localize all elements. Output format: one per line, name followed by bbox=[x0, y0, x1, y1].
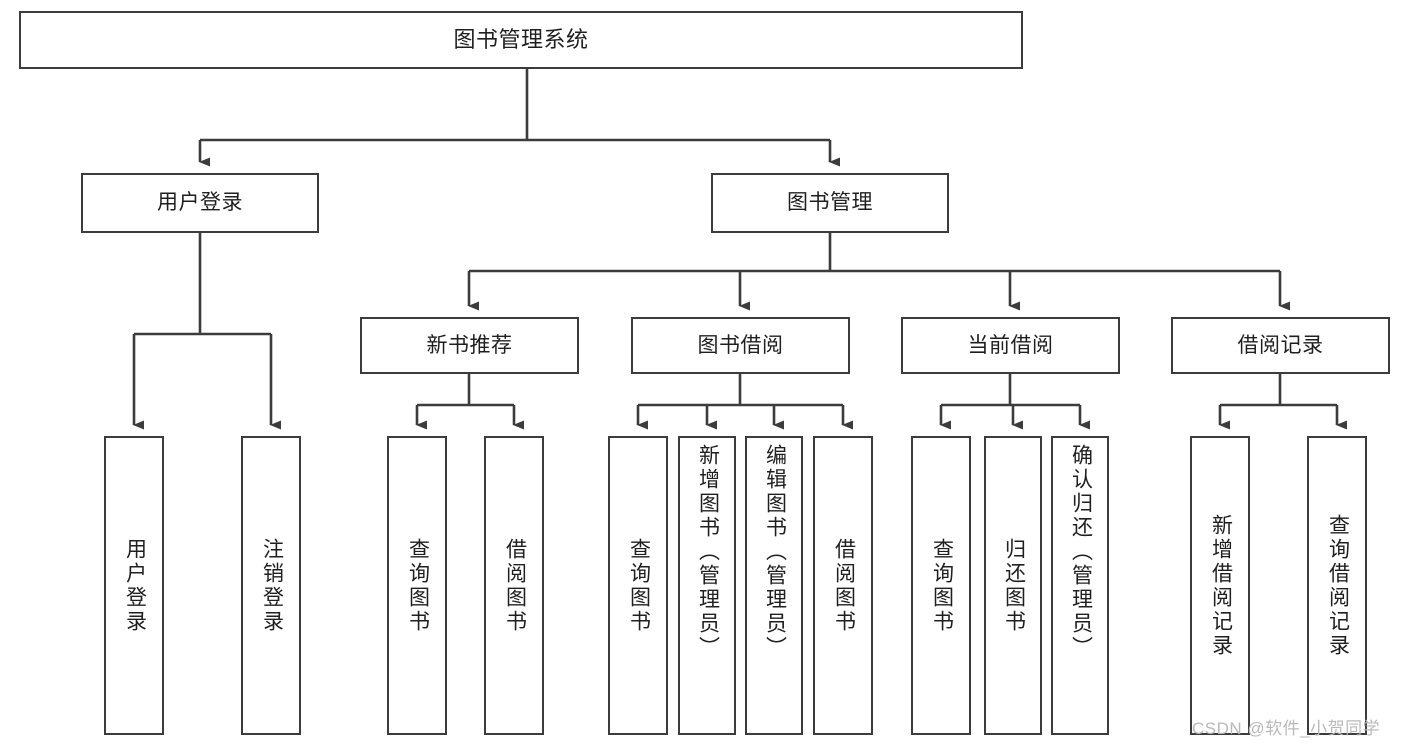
node-label: 归还图书 bbox=[1002, 537, 1026, 634]
node-借阅记录-3[interactable]: 借阅记录 bbox=[1171, 317, 1390, 374]
node-label: 查询图书 bbox=[627, 537, 651, 634]
node-新书推荐-0[interactable]: 新书推荐 bbox=[360, 317, 579, 374]
node-借阅图书-7[interactable]: 借阅图书 bbox=[813, 436, 873, 735]
node-确认归还管理员-10[interactable]: 确认归还（管理员） bbox=[1051, 436, 1109, 735]
node-label: 查询图书 bbox=[930, 537, 954, 634]
node-label: 查询图书 bbox=[406, 537, 430, 634]
node-图书管理系统[interactable]: 图书管理系统 bbox=[19, 11, 1023, 69]
node-label: 新书推荐 bbox=[426, 333, 513, 357]
node-label: 新增图书（管理员） bbox=[696, 444, 720, 660]
node-label: 确认归还（管理员） bbox=[1069, 444, 1093, 660]
node-查询图书-2[interactable]: 查询图书 bbox=[387, 436, 447, 735]
node-label: 借阅图书 bbox=[503, 537, 527, 634]
node-图书管理-1[interactable]: 图书管理 bbox=[711, 173, 949, 233]
node-编辑图书管理员-6[interactable]: 编辑图书（管理员） bbox=[745, 436, 803, 735]
node-label: 图书借阅 bbox=[697, 333, 784, 357]
node-label: 图书管理 bbox=[787, 191, 873, 215]
csdn-watermark: CSDN @软件_小贺同学 bbox=[1192, 719, 1381, 738]
node-label: 用户登录 bbox=[123, 537, 147, 634]
node-label: 借阅图书 bbox=[832, 537, 856, 634]
node-查询图书-4[interactable]: 查询图书 bbox=[608, 436, 668, 735]
node-label: 查询借阅记录 bbox=[1326, 513, 1350, 658]
node-用户登录-0[interactable]: 用户登录 bbox=[104, 436, 164, 735]
node-label: 图书管理系统 bbox=[453, 26, 589, 52]
node-label: 当前借阅 bbox=[967, 333, 1054, 357]
node-label: 用户登录 bbox=[157, 191, 243, 215]
node-注销登录-1[interactable]: 注销登录 bbox=[241, 436, 301, 735]
node-当前借阅-2[interactable]: 当前借阅 bbox=[901, 317, 1120, 374]
node-图书借阅-1[interactable]: 图书借阅 bbox=[631, 317, 850, 374]
node-新增图书管理员-5[interactable]: 新增图书（管理员） bbox=[678, 436, 736, 735]
node-借阅图书-3[interactable]: 借阅图书 bbox=[484, 436, 544, 735]
node-查询借阅记录-12[interactable]: 查询借阅记录 bbox=[1307, 436, 1367, 735]
node-归还图书-9[interactable]: 归还图书 bbox=[984, 436, 1042, 735]
node-label: 编辑图书（管理员） bbox=[763, 444, 787, 660]
node-label: 新增借阅记录 bbox=[1209, 513, 1233, 658]
node-查询图书-8[interactable]: 查询图书 bbox=[911, 436, 971, 735]
node-label: 借阅记录 bbox=[1237, 333, 1324, 357]
node-label: 注销登录 bbox=[260, 537, 284, 634]
node-新增借阅记录-11[interactable]: 新增借阅记录 bbox=[1190, 436, 1250, 735]
node-用户登录-0[interactable]: 用户登录 bbox=[81, 173, 319, 233]
